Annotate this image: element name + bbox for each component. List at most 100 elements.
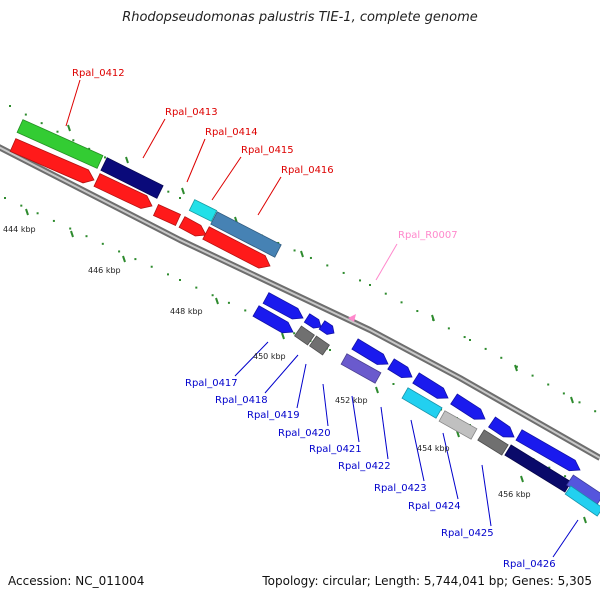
upper-tick-dot: [56, 130, 59, 133]
major-tick: [70, 230, 74, 238]
upper-tick-dot: [562, 392, 565, 395]
lower-tick-dot: [227, 301, 230, 304]
major-tick: [431, 314, 435, 322]
gene-label-rpal-0413: Rpal_0413: [165, 107, 218, 118]
upper-tick-dot: [547, 383, 550, 386]
lower-tick-dot: [179, 279, 181, 281]
gene-label-rpal-0414: Rpal_0414: [205, 127, 258, 138]
major-tick: [520, 475, 524, 483]
gene-reverse[interactable]: [252, 305, 294, 334]
gene-reverse[interactable]: [477, 429, 509, 456]
lower-tick-dot: [150, 265, 153, 268]
gene-reverse[interactable]: [412, 372, 449, 399]
gene-label-rpal-0423: Rpal_0423: [374, 483, 427, 494]
major-tick: [122, 255, 126, 263]
gene-label-rpal-0426: Rpal_0426: [503, 559, 556, 570]
upper-tick-dot: [484, 347, 487, 350]
gene-reverse[interactable]: [401, 387, 443, 419]
scale-label: 452 kbp: [335, 396, 368, 405]
major-tick: [375, 386, 379, 394]
upper-tick-dot: [326, 264, 329, 267]
accession-label: Accession: NC_011004: [8, 574, 145, 588]
lower-tick-dot: [101, 242, 104, 245]
upper-tick-dot: [447, 327, 450, 330]
gene-label-rpal-r0007: Rpal_R0007: [398, 230, 458, 241]
lower-tick-dot: [195, 286, 198, 289]
scale-label: 446 kbp: [88, 266, 121, 275]
gene-reverse[interactable]: [564, 485, 600, 517]
lower-tick-dot: [85, 235, 88, 238]
upper-tick-dot: [309, 256, 312, 259]
gene-leader-line: [410, 419, 425, 482]
lower-tick-dot: [134, 258, 137, 261]
gene-reverse[interactable]: [515, 429, 581, 472]
gene-rpal-0415[interactable]: [188, 199, 218, 222]
lower-tick-dot: [4, 197, 6, 199]
major-tick: [125, 156, 129, 164]
gene-forward-red[interactable]: [178, 216, 207, 237]
gene-rpal-r0007[interactable]: [348, 314, 356, 322]
gene-label-rpal-0425: Rpal_0425: [441, 528, 494, 539]
upper-tick-dot: [179, 197, 181, 199]
gene-leader-line: [264, 354, 299, 394]
upper-tick-dot: [9, 105, 11, 107]
gene-reverse[interactable]: [438, 410, 478, 440]
gene-label-rpal-0416: Rpal_0416: [281, 165, 334, 176]
major-tick: [67, 124, 71, 132]
gene-leader-line: [481, 464, 492, 527]
gene-leader-line: [351, 395, 360, 443]
gene-forward-red[interactable]: [93, 173, 153, 209]
gene-reverse[interactable]: [303, 313, 322, 329]
upper-tick-dot: [342, 271, 345, 274]
upper-tick-dot: [500, 356, 503, 359]
genome-title: Rhodopseudomonas palustris TIE-1, comple…: [122, 10, 478, 25]
upper-tick-dot: [369, 284, 371, 286]
lower-tick-dot: [166, 273, 169, 276]
gene-forward-red[interactable]: [9, 138, 95, 184]
gene-reverse[interactable]: [351, 338, 389, 365]
lower-tick-dot: [20, 204, 23, 207]
scale-label: 454 kbp: [417, 444, 450, 453]
gene-label-rpal-0417: Rpal_0417: [185, 378, 238, 389]
gene-leader-line: [257, 176, 282, 216]
scale-label: 456 kbp: [498, 490, 531, 499]
upper-tick-dot: [72, 139, 75, 142]
gene-reverse[interactable]: [294, 325, 315, 346]
lower-tick-dot: [564, 475, 567, 478]
gene-leader-line: [552, 519, 579, 558]
gene-reverse[interactable]: [309, 335, 330, 356]
gene-leader-line: [442, 432, 459, 500]
gene-rpal-0413[interactable]: [100, 157, 164, 199]
gene-reverse[interactable]: [450, 393, 486, 420]
major-tick: [583, 516, 587, 524]
major-tick: [215, 297, 219, 305]
major-tick: [570, 396, 574, 404]
gene-label-rpal-0421: Rpal_0421: [309, 444, 362, 455]
lower-tick-dot: [36, 212, 39, 215]
topology-label: Topology: circular; Length: 5,744,041 bp…: [262, 574, 592, 588]
gene-leader-line: [234, 341, 269, 377]
gene-leader-line: [186, 138, 206, 183]
gene-reverse[interactable]: [318, 320, 335, 335]
gene-leader-line: [380, 406, 389, 460]
gene-reverse[interactable]: [262, 292, 304, 320]
gene-reverse[interactable]: [488, 416, 515, 438]
upper-tick-dot: [40, 122, 43, 125]
major-tick: [300, 250, 304, 258]
gene-rpal-0416[interactable]: [210, 211, 282, 258]
gene-label-rpal-0424: Rpal_0424: [408, 501, 461, 512]
gene-reverse[interactable]: [387, 358, 413, 379]
gene-label-rpal-0412: Rpal_0412: [72, 68, 125, 79]
gene-reverse[interactable]: [340, 353, 382, 384]
lower-tick-dot: [293, 332, 296, 335]
gene-rpal-0412[interactable]: [16, 119, 104, 169]
gene-forward-red[interactable]: [202, 226, 271, 269]
lower-tick-dot: [548, 466, 551, 469]
upper-tick-dot: [578, 401, 581, 404]
gene-label-rpal-0422: Rpal_0422: [338, 461, 391, 472]
lower-tick-dot: [69, 227, 72, 230]
upper-tick-dot: [400, 301, 403, 304]
gene-rpal-0414[interactable]: [152, 203, 182, 227]
gene-leader-line: [211, 156, 242, 201]
upper-tick-dot: [103, 156, 106, 159]
